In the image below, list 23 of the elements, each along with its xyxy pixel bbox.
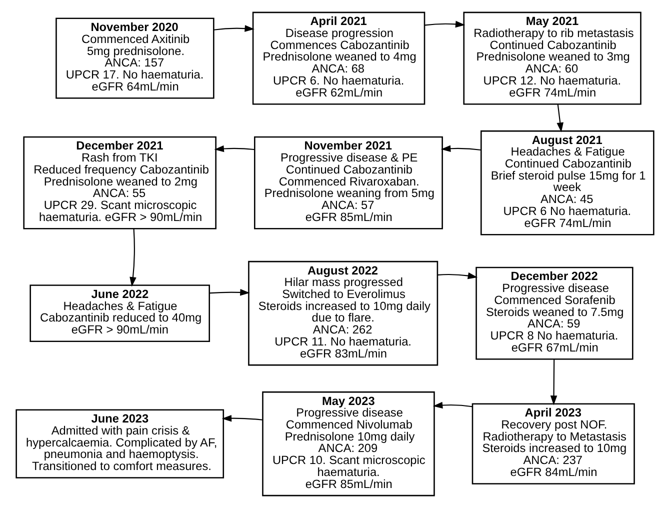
arrow xyxy=(214,145,254,152)
arrow xyxy=(432,402,472,409)
node-box: April 2023 Recovery post NOF. Radiotherapy to Metastasis Steroids increased to 10mg ANCA: 237 eGFR 84mL/min xyxy=(471,403,634,484)
arrow xyxy=(550,359,557,406)
arrow xyxy=(440,145,481,152)
node-box: May 2021 Radiotherapy to rib metastasis Continued Cabozantinib Prednisolone weaned to 3mg ANCA: 60 UPCR 12. No haematuria. eGFR 74mL/min xyxy=(462,12,641,105)
arrow xyxy=(221,414,262,422)
node-box: December 2021 Rash from TKI Reduced frequency Cabozantinib Prednisolone weaned to 2mg ANCA: 55 UPCR 29. Scant microscopic haematuria. eGFR > 90mL/min xyxy=(22,136,216,230)
node-box: November 2020 Commenced Axitinib 5mg prednisolone. ANCA: 157 UPCR 17. No haematuria. eGFR 64mL/min xyxy=(55,18,214,99)
arrow xyxy=(424,20,465,28)
node-box: April 2021 Disease progression Commences Cabozantinib Prednisolone weaned to 4mg ANCA: 68 UPCR 6. No haematuria. eGFR 62mL/min xyxy=(252,12,425,105)
node-box: June 2023 Admitted with pain crisis & hypercalcaemia. Complicated by AF, pneumonia and haemoptysis. Transitioned to comfort measures. xyxy=(15,409,224,478)
node-box: June 2022 Headaches & Fatigue Cabozantinib reduced to 40mg eGFR > 90mL/min xyxy=(29,284,210,342)
arrow xyxy=(209,289,250,296)
node-box: November 2021 Progressive disease & PE Continued Cabozantinib Commenced Rivaroxaban. Prednisolone weaning from 5mg ANCA: 57 eGFR 85mL/min xyxy=(254,136,442,230)
arrow xyxy=(129,228,136,287)
arrow xyxy=(213,25,254,32)
node-box: December 2022 Progressive disease Commenced Sorafenib Steroids weaned to 7.5mg ANCA: 59 UPCR 8 No haematuria. eGFR 67mL/min xyxy=(475,266,633,360)
arrow xyxy=(556,104,563,132)
node-box: May 2023 Progressive disease Commenced Nivolumab Prednisolone 10mg daily ANCA: 209 UPCR 10. Scant microscopic haematuria. eGFR 85mL/min xyxy=(262,391,434,496)
node-box: August 2022 Hilar mass progressed Switched to Everolimus Steroids increased to 10mg daily due to flare. ANCA: 262 UPCR 11. No haematuria. eGFR 83mL/min xyxy=(248,260,438,366)
node-box: August 2021 Headaches & Fatigue Continued Cabozantinib Brief steroid pulse 15mg for 1 week ANCA: 45 UPCR 6 No haematuria. eGFR 74mL/min xyxy=(480,130,654,236)
arrow xyxy=(437,272,478,280)
